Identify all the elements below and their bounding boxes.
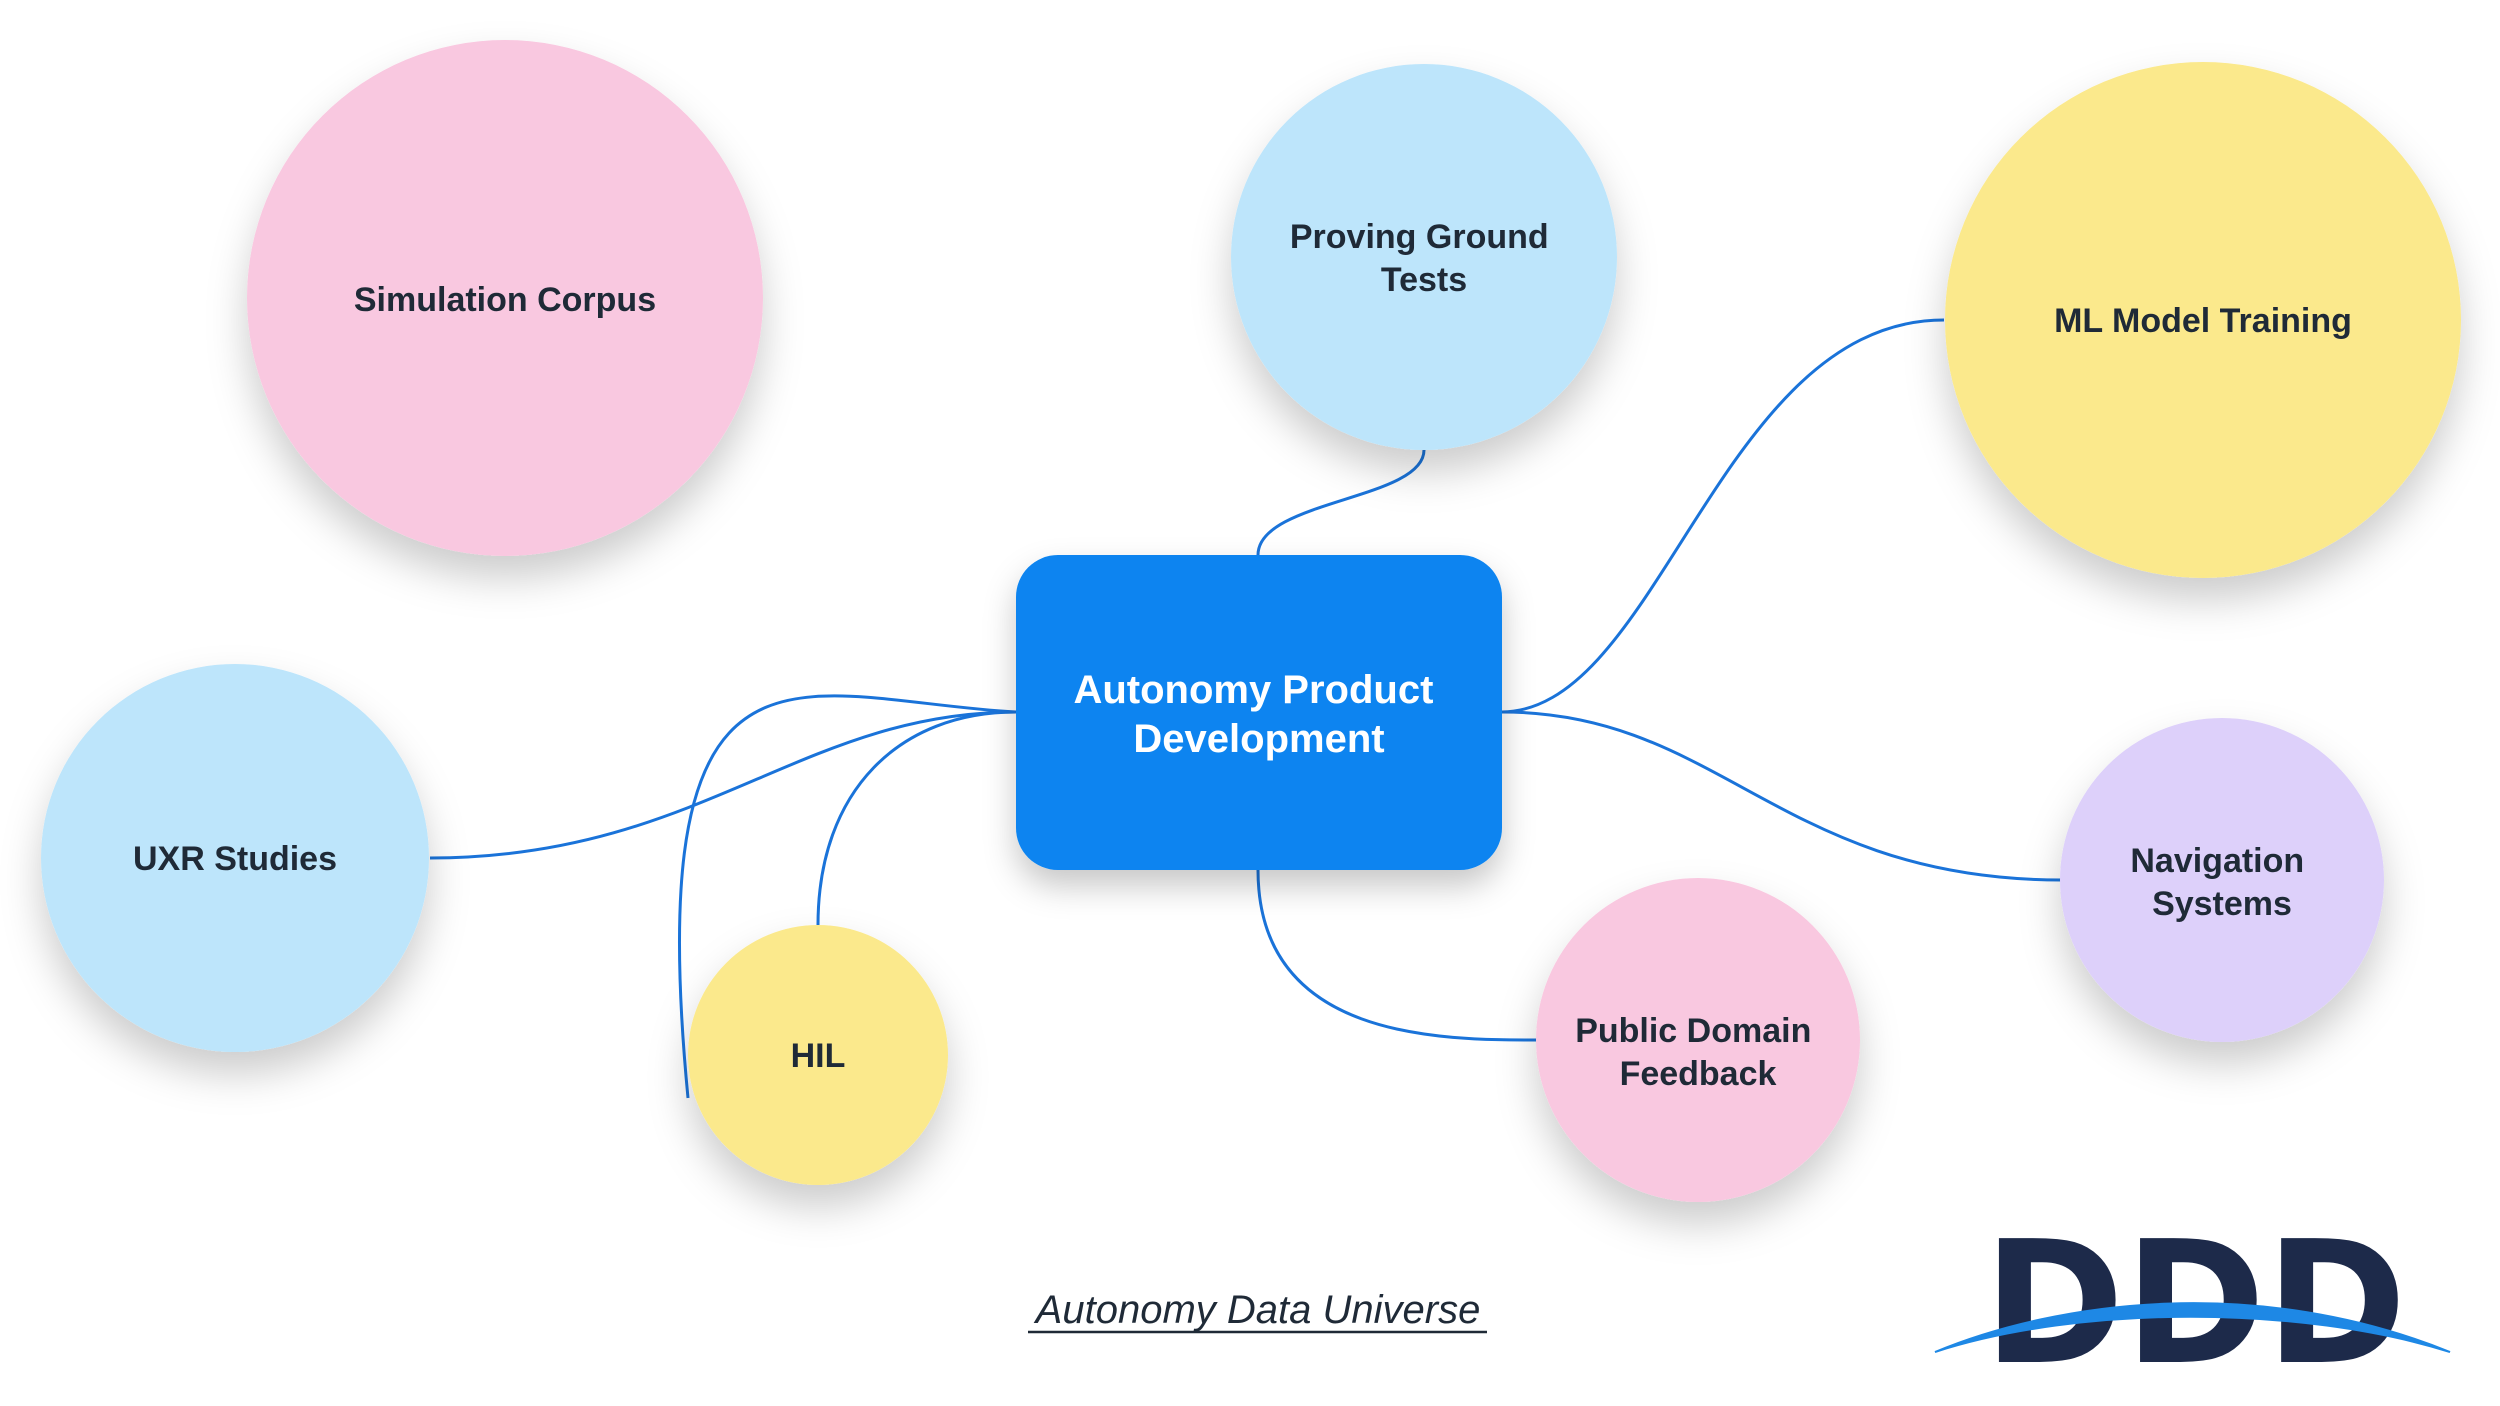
node-proving-ground-tests[interactable]: Proving Ground Tests — [1231, 64, 1617, 450]
ddd-logo: DDD — [1934, 1205, 2451, 1403]
node-label: UXR Studies — [133, 840, 337, 878]
node-uxr-studies[interactable]: UXR Studies — [41, 664, 429, 1052]
connectors — [429, 318, 2063, 1099]
node-navigation-systems[interactable]: Navigation Systems — [2060, 718, 2384, 1042]
node-label-line2: Tests — [1381, 261, 1467, 299]
svg-text:Proving Ground Tests: Proving Ground Tests — [1290, 218, 1558, 299]
connector-uxr-studies — [429, 710, 1017, 860]
node-label-line2: Systems — [2152, 885, 2292, 923]
diagram-caption: Autonomy Data Universe — [1028, 1288, 1487, 1334]
center-node[interactable]: Autonomy Product Development — [1016, 555, 1502, 870]
svg-text:Navigation Systems: Navigation Systems — [2130, 842, 2313, 923]
node-label: ML Model Training — [2054, 302, 2352, 340]
caption-text: Autonomy Data Universe — [1034, 1288, 1481, 1332]
svg-text:Public Domain Feedback: Public Domain Feedback — [1575, 1012, 1821, 1093]
svg-text:ML Model Training: ML Model Training — [2054, 302, 2352, 340]
node-hil[interactable]: HIL — [688, 925, 948, 1185]
node-simulation-corpus[interactable]: Simulation Corpus — [247, 40, 763, 556]
node-ml-model-training[interactable]: ML Model Training — [1945, 62, 2461, 578]
connector-ml-model-training — [1501, 318, 1945, 714]
node-label-line2: Feedback — [1620, 1055, 1777, 1093]
center-label-line2: Development — [1133, 717, 1384, 761]
svg-text:HIL: HIL — [791, 1037, 846, 1075]
connector-simulation-corpus — [677, 694, 1017, 1099]
connector-public-domain-feedback — [1256, 869, 1539, 1042]
node-label-line1: Navigation — [2130, 842, 2304, 880]
connector-navigation-systems — [1501, 710, 2063, 882]
node-label: HIL — [791, 1037, 846, 1075]
connector-proving-ground-tests — [1256, 449, 1426, 556]
node-label-line1: Public Domain — [1575, 1012, 1811, 1050]
svg-text:Simulation Corpus: Simulation Corpus — [354, 281, 656, 319]
svg-text:UXR Studies: UXR Studies — [133, 840, 337, 878]
svg-text:Autonomy Product Develop: Autonomy Product Development — [1073, 668, 1444, 761]
node-label-line1: Proving Ground — [1290, 218, 1549, 256]
node-label: Simulation Corpus — [354, 281, 656, 319]
node-public-domain-feedback[interactable]: Public Domain Feedback — [1536, 878, 1860, 1202]
center-label-line1: Autonomy Product — [1073, 668, 1433, 712]
connector-hil — [816, 710, 1017, 926]
logo-swoosh — [1934, 1302, 2451, 1353]
